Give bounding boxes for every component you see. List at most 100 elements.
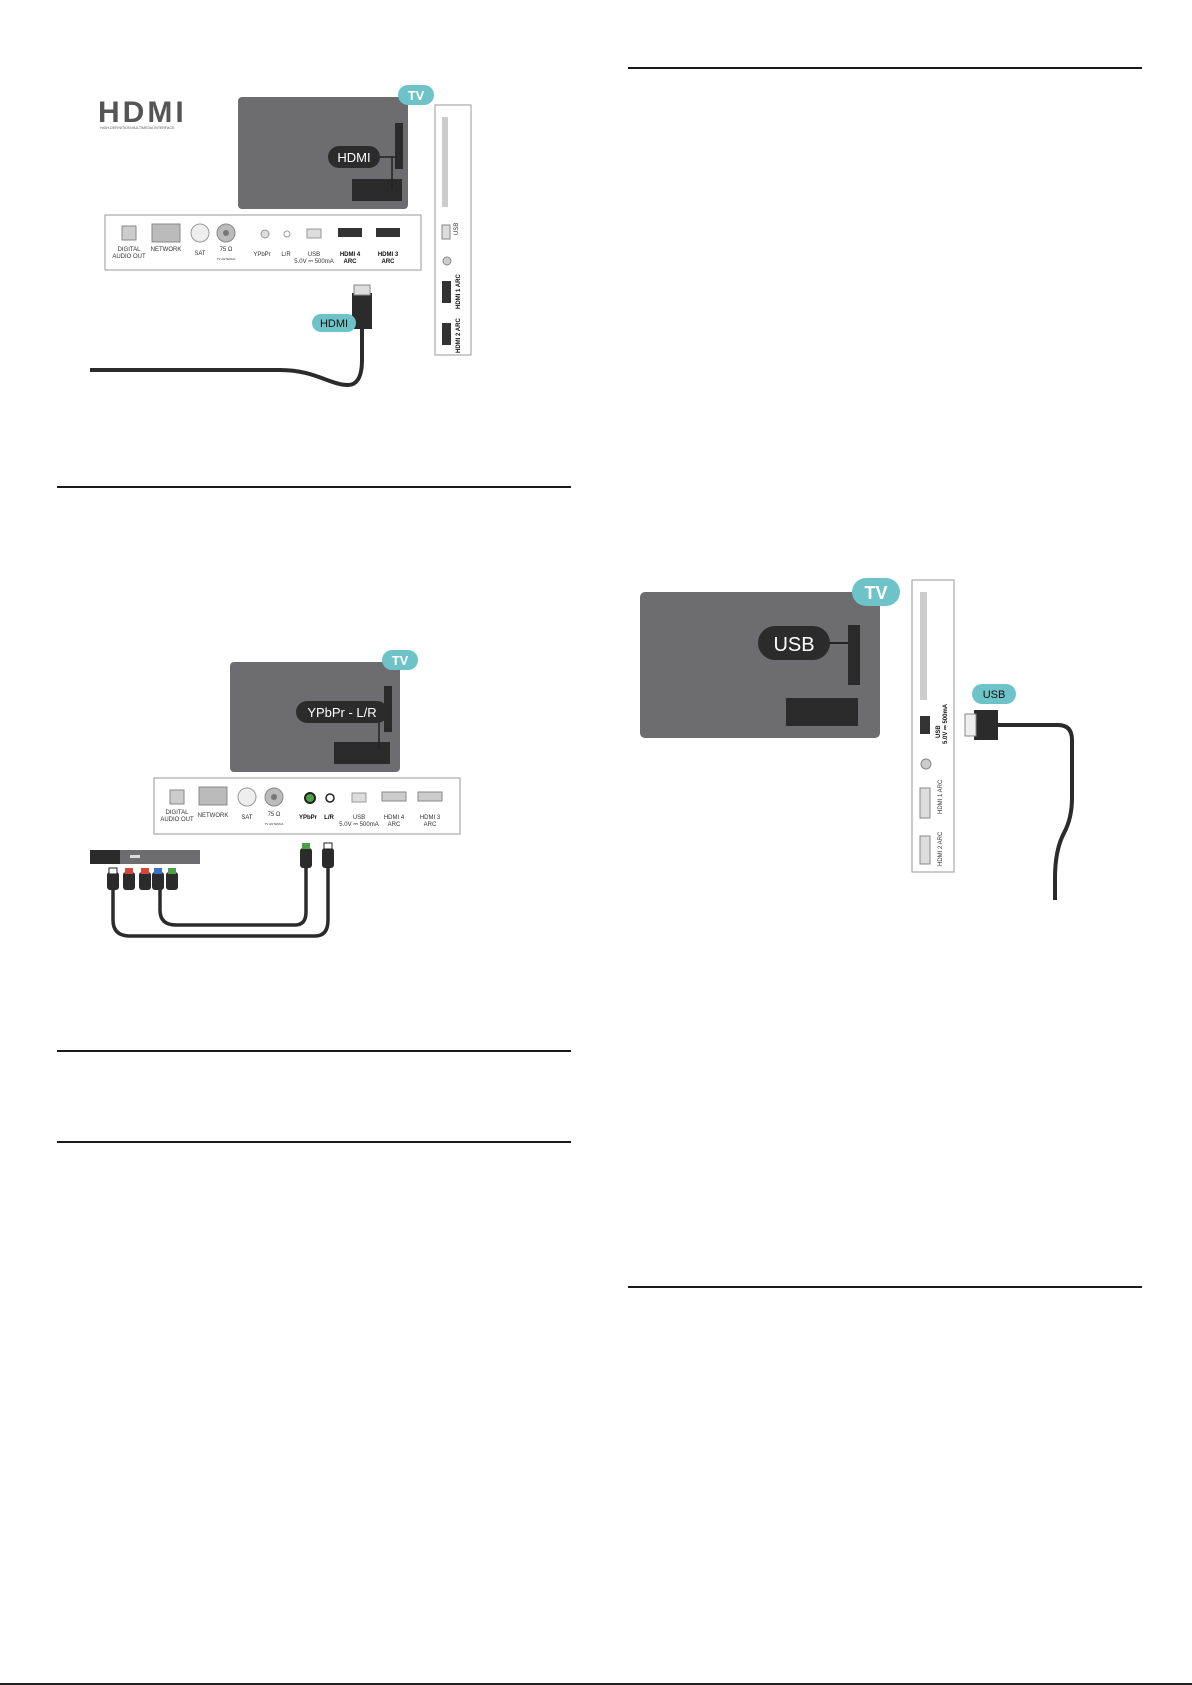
- side-hdmi2-label: HDMI 2 ARC: [938, 831, 944, 866]
- hdmi-plug-tip: [353, 284, 371, 296]
- side-port-panel: [434, 104, 472, 356]
- usb-port: [351, 792, 367, 803]
- hdmi4-port: [381, 791, 407, 802]
- sat-port: [237, 787, 257, 807]
- ypbpr-connection-figure: YPbPr - L/R TV DIGITAL AUDIO OUT NETWORK…: [90, 650, 461, 938]
- tv-callout-badge: [328, 146, 380, 168]
- rear-port-panel: [104, 214, 422, 271]
- hdmi3-port: [417, 791, 443, 802]
- hdmi3-arc-label: ARC: [424, 822, 437, 828]
- cable-label-badge: [312, 314, 356, 332]
- digital-audio-port: [169, 789, 185, 805]
- tv-badge: [382, 650, 418, 670]
- side-usb-port: [920, 716, 930, 734]
- antenna-sublabel: TV ANTENNA: [217, 257, 236, 261]
- rca-plug-group-tv: [300, 842, 334, 868]
- network-label: NETWORK: [198, 813, 229, 819]
- side-hdmi2-port: [442, 323, 451, 345]
- hdmi4-arc-label: ARC: [344, 259, 358, 265]
- tv-badge-text: TV: [408, 88, 425, 103]
- section-rule-3: [57, 1141, 571, 1143]
- tv-callout-text: USB: [773, 634, 814, 656]
- tv-port-slot-vertical: [848, 625, 860, 685]
- component-cable-2: [158, 865, 308, 927]
- rca-plug-group-source: [107, 867, 178, 890]
- side-hdmi1-port: [442, 281, 451, 303]
- side-usb-label: USB: [936, 725, 942, 738]
- cable-label-text: HDMI: [320, 318, 348, 330]
- side-hdmi1-port: [919, 787, 931, 819]
- lr-port: [283, 230, 291, 238]
- ypbpr-label: YPbPr: [253, 252, 270, 258]
- side-usb-rating: 5.0V ⎓ 500mA: [943, 703, 949, 744]
- usb-plug-tip: [964, 713, 977, 737]
- component-cable-1: [111, 865, 330, 938]
- hdmi-logo-text: HDMI: [98, 96, 187, 129]
- hdmi3-label: HDMI 3: [420, 815, 441, 821]
- usb-cable: [998, 723, 1074, 900]
- section-rule-bottom-right: [628, 1286, 1142, 1288]
- network-port: [198, 786, 228, 806]
- tv-callout-badge: [758, 626, 830, 660]
- tv-port-slot-horizontal: [786, 698, 858, 726]
- usb-rating: 5.0V ⎓ 500mA: [339, 822, 378, 828]
- section-rule-2: [57, 1050, 571, 1052]
- side-usb-label: USB: [454, 223, 460, 235]
- ypbpr-port: [304, 792, 316, 804]
- device-bar-dark: [90, 850, 120, 864]
- tv-callout-text: YPbPr - L/R: [307, 705, 376, 720]
- network-port: [151, 223, 181, 243]
- section-rule-1: [57, 486, 571, 488]
- side-headphone-port: [920, 758, 932, 770]
- hdmi-logo: HDMI HIGH-DEFINITION MULTIMEDIA INTERFAC…: [98, 96, 187, 130]
- digital-audio-label: DIGITAL: [166, 810, 190, 816]
- side-hdmi2-label: HDMI 2 ARC: [456, 318, 462, 353]
- network-label: NETWORK: [151, 247, 182, 253]
- section-rule-top-right: [628, 67, 1142, 69]
- hdmi-cable: [90, 325, 364, 388]
- tv-port-slot-horizontal: [334, 742, 390, 764]
- tv-callout-badge: [296, 701, 388, 723]
- tv-badge-text: TV: [864, 583, 887, 603]
- side-hdmi2-port: [919, 835, 931, 865]
- antenna-port-core: [271, 794, 277, 800]
- digital-audio-label: DIGITAL: [118, 247, 142, 253]
- tv-badge: [852, 578, 900, 606]
- side-usb-port: [441, 224, 451, 240]
- hdmi-logo-subtitle: HIGH-DEFINITION MULTIMEDIA INTERFACE: [100, 126, 175, 130]
- antenna-label: 75 Ω: [220, 247, 233, 253]
- antenna-label: 75 Ω: [268, 812, 281, 818]
- sat-port: [190, 223, 210, 243]
- side-headphone-port: [442, 256, 452, 266]
- lr-label: L/R: [324, 815, 334, 821]
- cable-label-badge: [972, 684, 1016, 704]
- rear-port-panel: [153, 777, 461, 835]
- hdmi-plug: [352, 293, 372, 329]
- digital-audio-port: [121, 225, 137, 241]
- tv-badge: [398, 85, 434, 105]
- hdmi4-port: [338, 228, 362, 237]
- sat-label: SAT: [241, 815, 253, 821]
- usb-connection-figure: USB TV USB 5.0V ⎓ 500mA HDMI 1 ARC HDMI …: [640, 578, 1074, 900]
- side-port-panel: [911, 579, 955, 873]
- lr-label: L/R: [281, 252, 291, 258]
- tv-port-slot-vertical: [395, 123, 403, 169]
- hdmi3-arc-label: ARC: [382, 259, 396, 265]
- tv-callout-text: HDMI: [337, 150, 370, 165]
- sat-label: SAT: [194, 251, 206, 257]
- lr-port: [325, 793, 335, 803]
- antenna-sublabel: TV ANTENNA: [265, 822, 284, 826]
- usb-rating: 5.0V ⎓ 500mA: [294, 259, 333, 265]
- usb-plug: [974, 710, 998, 740]
- ypbpr-port: [260, 229, 270, 239]
- digital-audio-label-2: AUDIO OUT: [160, 817, 194, 823]
- tv-badge-text: TV: [392, 653, 409, 668]
- usb-label: USB: [308, 252, 320, 258]
- usb-port: [306, 228, 322, 239]
- antenna-port-core: [223, 230, 229, 236]
- digital-audio-label-2: AUDIO OUT: [112, 254, 146, 260]
- hdmi3-port: [376, 228, 400, 237]
- device-bar-mark: [130, 855, 140, 858]
- ypbpr-label: YPbPr: [299, 815, 318, 821]
- hdmi4-arc-label: ARC: [388, 822, 401, 828]
